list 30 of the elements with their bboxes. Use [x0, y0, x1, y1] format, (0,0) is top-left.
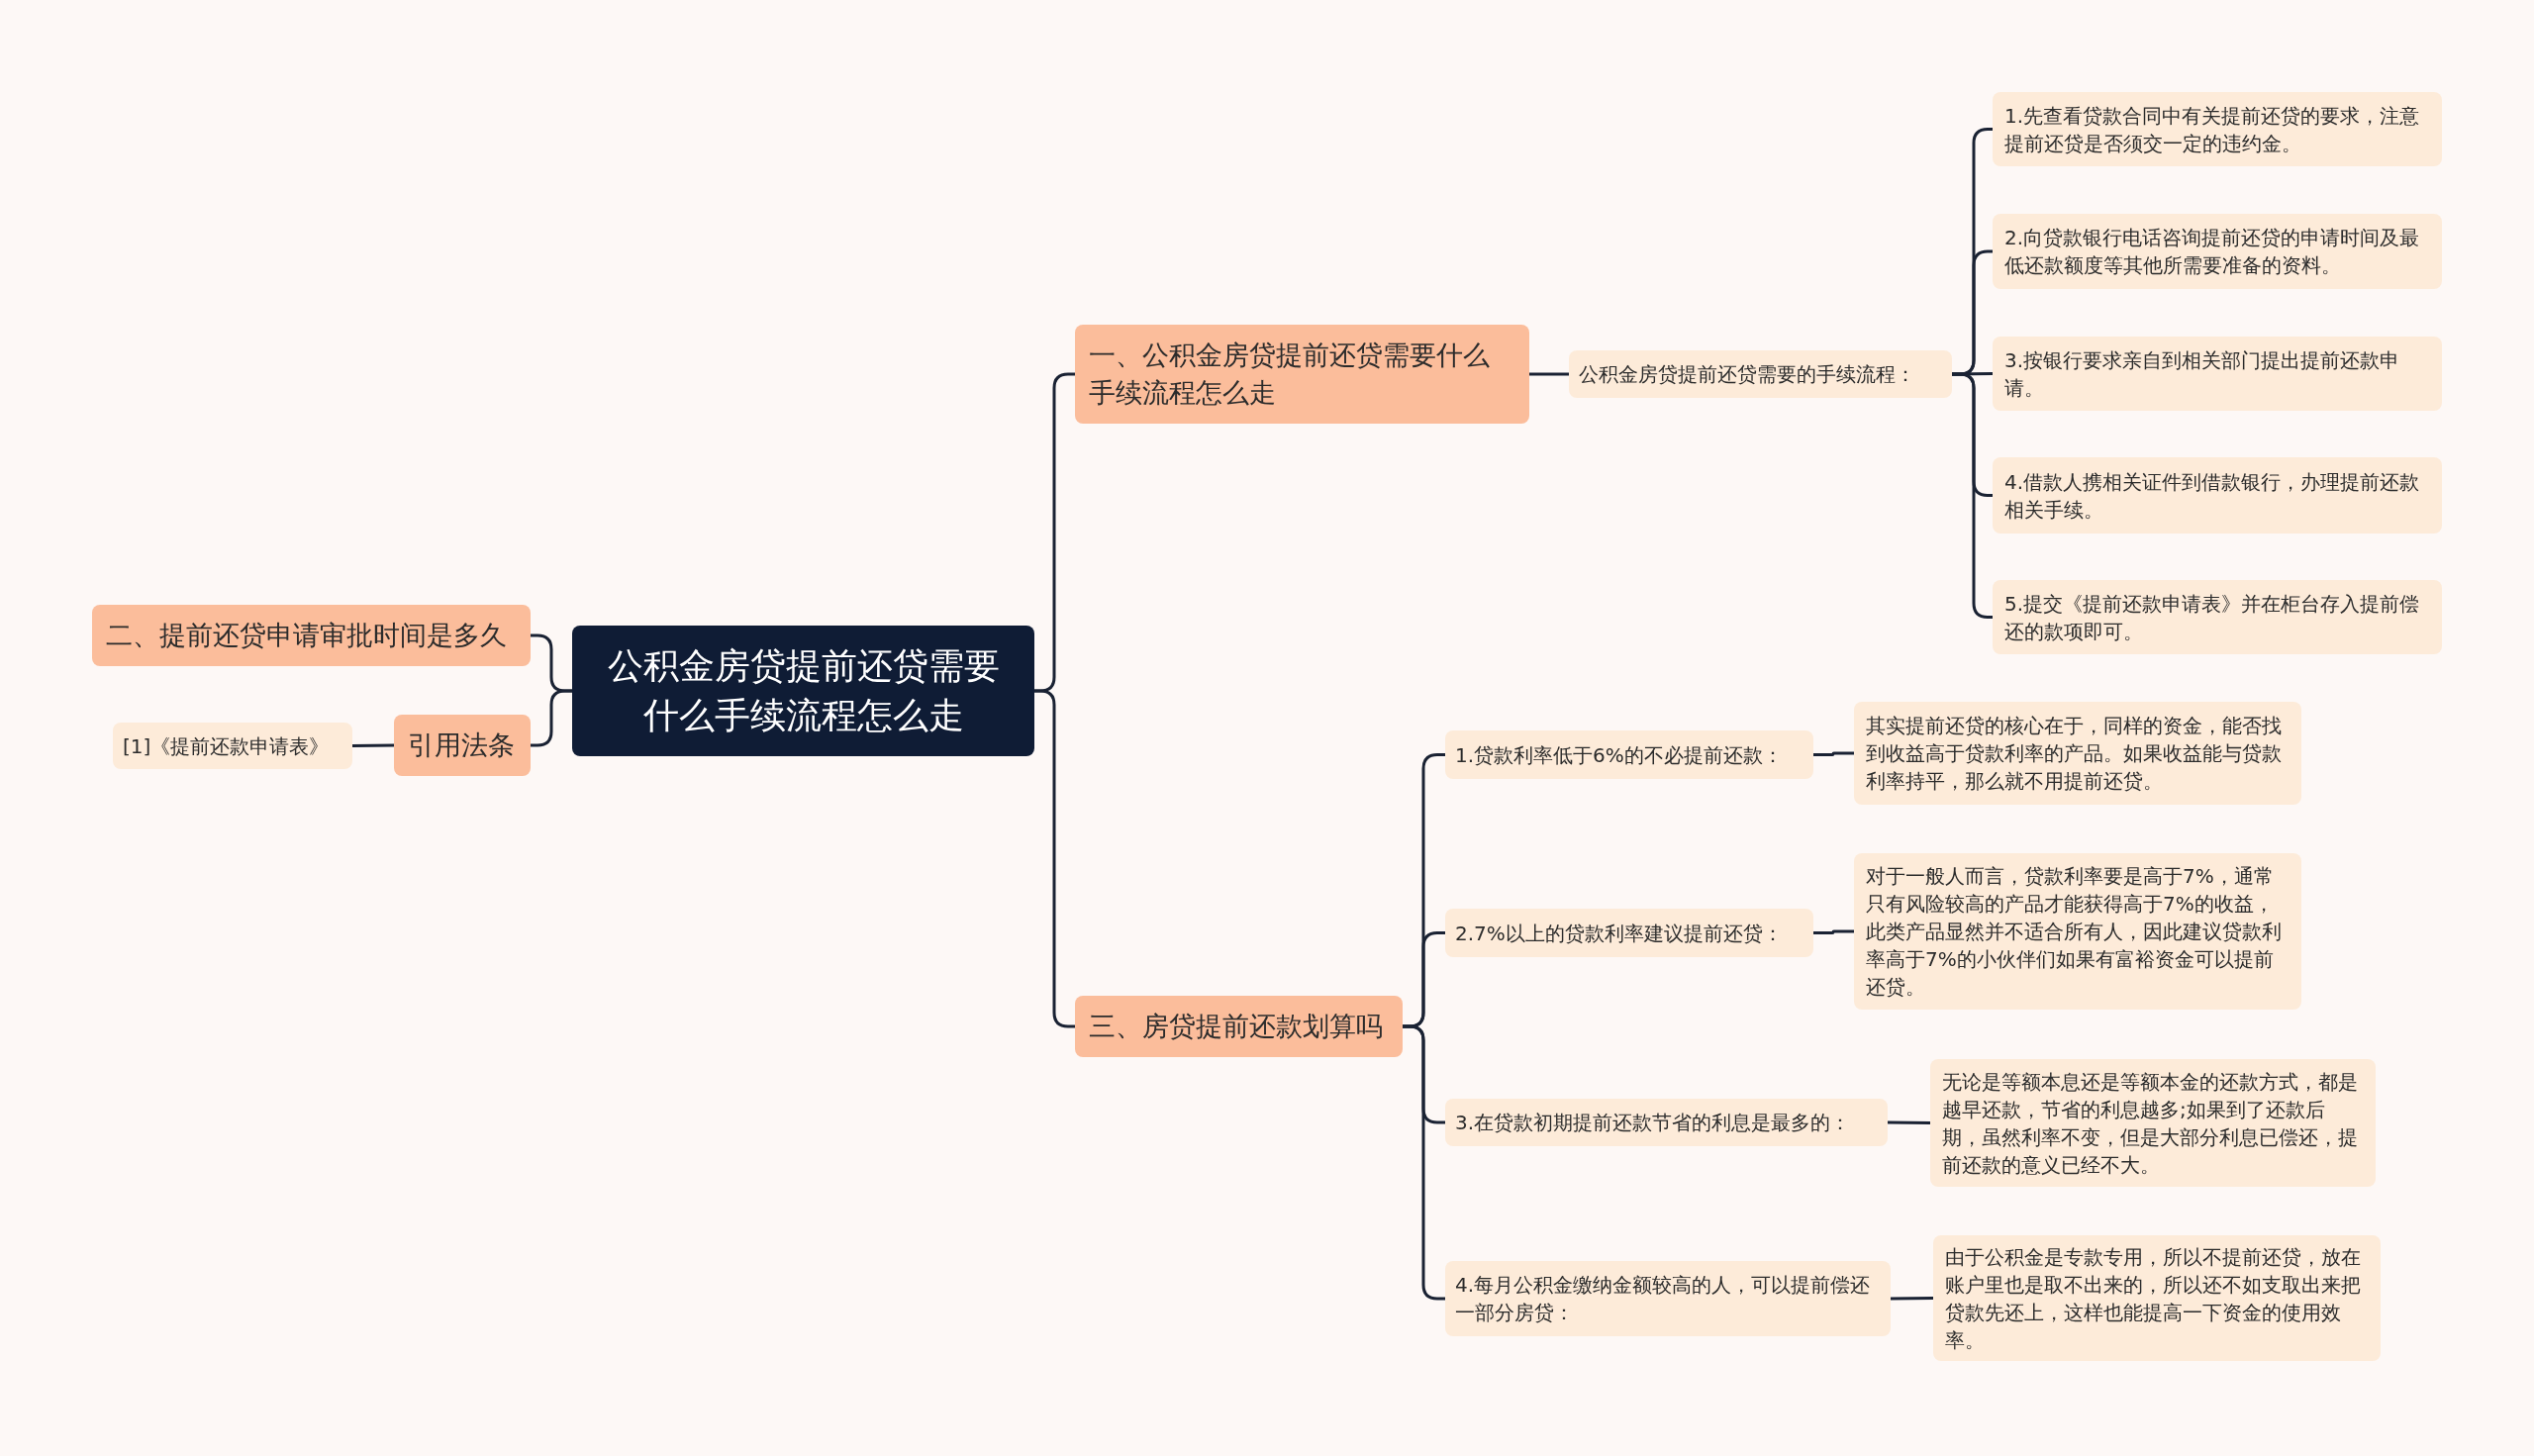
detail-box: 由于公积金是专款专用，所以不提前还贷，放在账户里也是取不出来的，所以还不如支取出来把贷款先还上，这样也能提高一下资金的使用效率。: [1933, 1235, 2381, 1361]
detail-box: 2.向贷款银行电话咨询提前还贷的申请时间及最低还款额度等其他所需要准备的资料。: [1993, 214, 2442, 289]
detail-box: 对于一般人而言，贷款利率要是高于7%，通常只有风险较高的产品才能获得高于7%的收益，此类产品显然并不适合所有人，因此建议贷款利率高于7%的小伙伴们如果有富裕资金可以提前还贷。: [1854, 853, 2301, 1010]
detail-box: 其实提前还贷的核心在于，同样的资金，能否找到收益高于贷款利率的产品。如果收益能与贷款利率持平，那么就不用提前还贷。: [1854, 702, 2301, 805]
subtopic-box: 1.贷款利率低于6%的不必提前还款：: [1445, 730, 1813, 779]
subtopic-box: 2.7%以上的贷款利率建议提前还贷：: [1445, 909, 1813, 957]
detail-box: 3.按银行要求亲自到相关部门提出提前还款申请。: [1993, 337, 2442, 411]
detail-box: 1.先查看贷款合同中有关提前还贷的要求，注意提前还贷是否须交一定的违约金。: [1993, 92, 2442, 166]
connector-line: [1952, 372, 1993, 619]
subtopic-box: 公积金房贷提前还贷需要的手续流程：: [1569, 350, 1952, 398]
connector-line: [1951, 372, 1994, 376]
connector-line: [1529, 372, 1569, 376]
connector-line: [1813, 751, 1854, 756]
branch-topic-box: 三、房贷提前还款划算吗: [1075, 996, 1403, 1057]
detail-box: 4.借款人携相关证件到借款银行，办理提前还款相关手续。: [1993, 457, 2442, 534]
branch-topic-box: 引用法条: [394, 715, 531, 776]
detail-box: 5.提交《提前还款申请表》并在柜台存入提前偿还的款项即可。: [1993, 580, 2442, 654]
root-topic-box: 公积金房贷提前还贷需要什么手续流程怎么走: [572, 626, 1034, 756]
connector-line: [1891, 1297, 1933, 1301]
detail-box: 无论是等额本息还是等额本金的还款方式，都是越早还款，节省的利息越多;如果到了还款后期，虽然利率不变，但是大部分利息已偿还，提前还款的意义已经不大。: [1930, 1059, 2376, 1187]
subtopic-box: [1]《提前还款申请表》: [113, 723, 352, 769]
connector-line: [1034, 689, 1075, 1028]
branch-topic-box: 二、提前还贷申请审批时间是多久: [92, 605, 531, 666]
connector-line: [352, 743, 394, 747]
subtopic-box: 3.在贷款初期提前还款节省的利息是最多的：: [1445, 1099, 1888, 1146]
connector-line: [1403, 1024, 1445, 1301]
subtopic-box: 4.每月公积金缴纳金额较高的人，可以提前偿还一部分房贷：: [1445, 1261, 1891, 1336]
branch-topic-box: 一、公积金房贷提前还贷需要什么手续流程怎么走: [1075, 325, 1529, 424]
connector-line: [1813, 929, 1854, 934]
connector-line: [1888, 1120, 1930, 1124]
